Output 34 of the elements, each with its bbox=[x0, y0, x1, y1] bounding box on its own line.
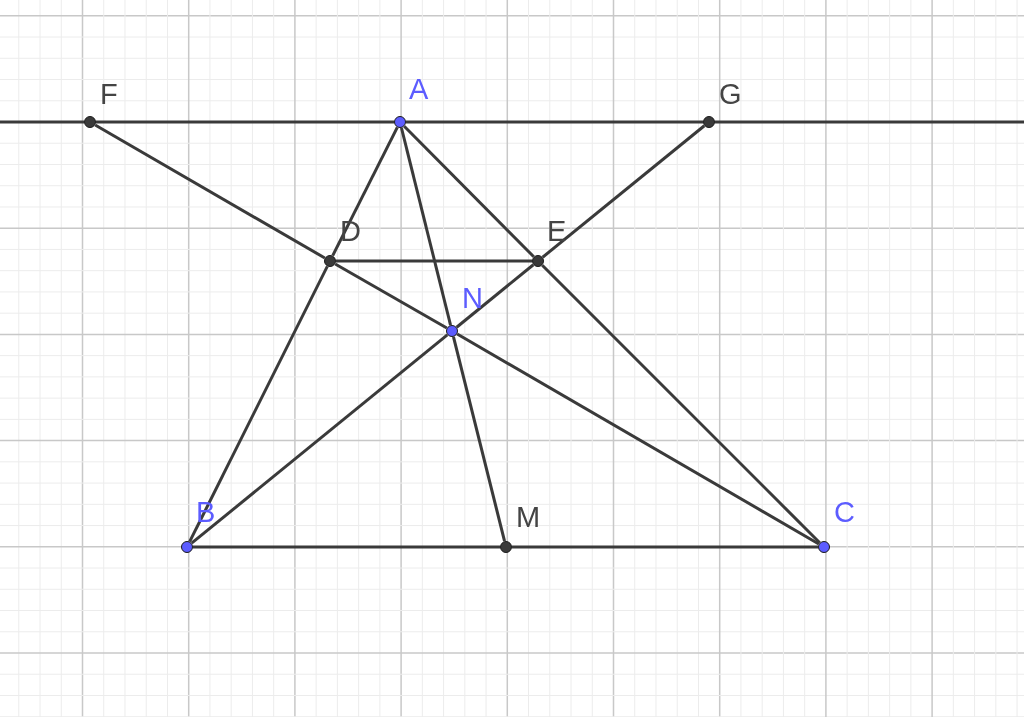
line-segment bbox=[96, 120, 394, 124]
line-segment bbox=[541, 264, 821, 544]
point-label: C bbox=[834, 498, 855, 527]
line-segment bbox=[334, 262, 448, 330]
line-segment bbox=[452, 336, 506, 542]
line-segment bbox=[715, 120, 1024, 124]
line-segment bbox=[0, 120, 84, 124]
line-segment bbox=[336, 259, 532, 263]
point-marker bbox=[394, 116, 406, 128]
point-label: G bbox=[719, 80, 742, 109]
point-label: N bbox=[462, 284, 483, 313]
point-label: M bbox=[516, 503, 541, 532]
point-marker bbox=[324, 255, 336, 267]
line-segment bbox=[188, 265, 329, 543]
point-label: F bbox=[100, 80, 118, 109]
point-label: E bbox=[547, 217, 567, 246]
line-segment bbox=[512, 545, 818, 549]
line-segment bbox=[455, 263, 535, 329]
line-segment bbox=[403, 125, 535, 258]
line-segment bbox=[406, 120, 703, 124]
line-segment bbox=[193, 545, 500, 549]
point-marker bbox=[84, 116, 96, 128]
point-marker bbox=[446, 325, 458, 337]
point-marker bbox=[703, 116, 715, 128]
point-marker bbox=[818, 541, 830, 553]
line-segment bbox=[94, 123, 326, 260]
line-segment bbox=[190, 333, 449, 545]
line-segment bbox=[541, 124, 706, 259]
point-marker bbox=[181, 541, 193, 553]
point-marker bbox=[500, 541, 512, 553]
line-segment bbox=[400, 127, 452, 326]
line-segment bbox=[331, 126, 399, 257]
point-label: A bbox=[409, 75, 429, 104]
line-segment bbox=[456, 332, 820, 546]
